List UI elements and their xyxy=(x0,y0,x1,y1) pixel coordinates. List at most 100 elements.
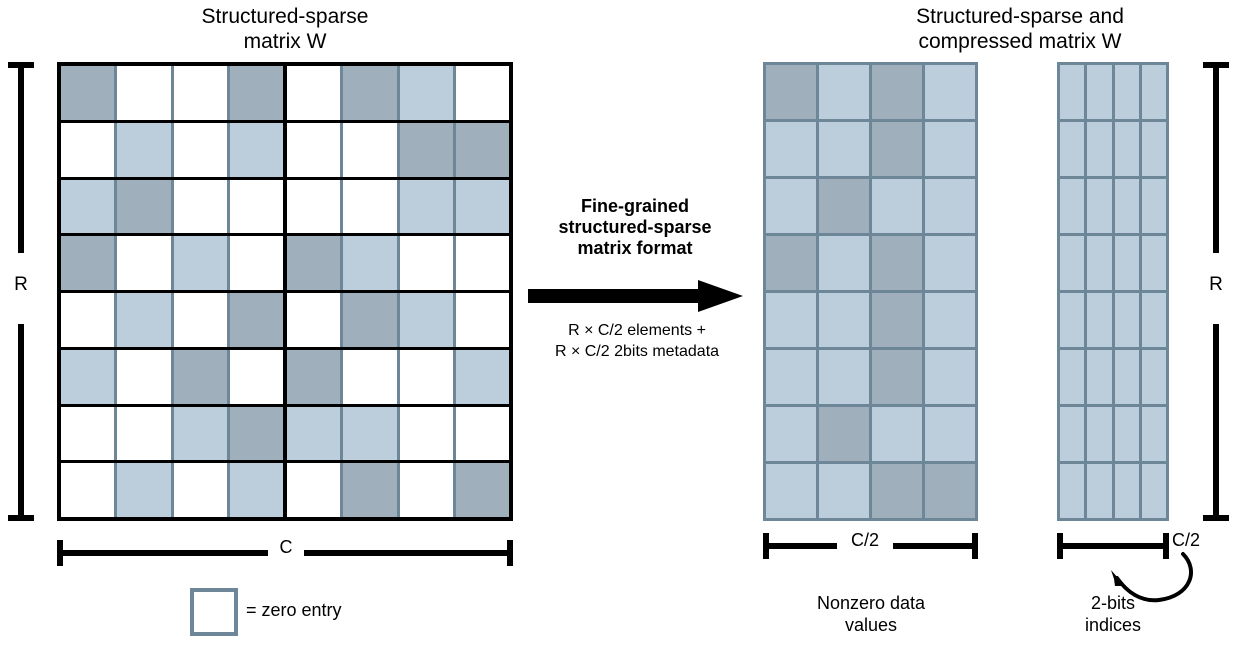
matrix-cell-zero xyxy=(117,66,174,120)
data-cell-light xyxy=(872,179,922,233)
matrix-cell-dark xyxy=(455,463,509,517)
index-cell-light xyxy=(1114,236,1139,290)
index-cell-light xyxy=(1087,293,1112,347)
data-matrix-caption: Nonzero data values xyxy=(816,593,926,635)
cols-bracket-data: C/2 xyxy=(763,530,978,559)
matrix-cell-zero xyxy=(229,349,287,404)
structured-sparse-matrix xyxy=(57,62,513,521)
matrix-cell-zero xyxy=(399,463,456,517)
matrix-cell-zero xyxy=(399,349,456,404)
data-cell-light xyxy=(766,350,816,404)
index-cell-light xyxy=(1087,464,1112,518)
matrix-row xyxy=(61,236,509,293)
index-cell-light xyxy=(1087,122,1112,176)
matrix-cell-light xyxy=(61,349,118,404)
index-cell-light xyxy=(1114,407,1139,461)
bracket-cap-top xyxy=(1203,62,1229,68)
index-cell-light xyxy=(1141,407,1166,461)
data-cell-dark xyxy=(925,464,975,518)
bracket-cap-bottom xyxy=(1203,515,1229,521)
matrix-cell-dark xyxy=(173,349,230,404)
matrix-row xyxy=(61,122,509,180)
matrix-cell-dark xyxy=(343,66,400,120)
matrix-cell-dark xyxy=(455,122,509,177)
matrix-cell-light xyxy=(229,122,287,177)
data-cell-light xyxy=(766,179,816,233)
legend-label: = zero entry xyxy=(246,600,342,620)
matrix-row xyxy=(61,66,509,123)
bracket-cap-left xyxy=(57,540,63,566)
matrix-cell-light xyxy=(343,406,400,461)
matrix-cell-zero xyxy=(173,122,230,177)
matrix-cell-zero xyxy=(61,122,118,177)
matrix-cell-light xyxy=(173,406,230,461)
data-cell-dark xyxy=(872,122,922,176)
data-cell-dark xyxy=(872,350,922,404)
bracket-stem-mid xyxy=(1063,543,1163,549)
cols-label-left: C xyxy=(279,537,293,557)
matrix-cell-zero xyxy=(229,236,287,290)
matrix-cell-dark xyxy=(61,236,118,290)
bracket-cap-bottom xyxy=(8,515,34,521)
matrix-cell-dark xyxy=(399,122,456,177)
data-cell-light xyxy=(819,293,869,347)
data-cell-light xyxy=(819,122,869,176)
matrix-row xyxy=(1060,293,1166,347)
matrix-cell-light xyxy=(173,236,230,290)
right-arrow-icon xyxy=(528,280,743,312)
index-cell-light xyxy=(1114,122,1139,176)
matrix-cell-zero xyxy=(117,406,174,461)
matrix-cell-light xyxy=(287,406,344,461)
zero-entry-swatch xyxy=(190,588,238,636)
matrix-row xyxy=(1060,464,1166,518)
bracket-cap-left xyxy=(1057,533,1063,559)
matrix-cell-zero xyxy=(117,349,174,404)
bracket-cap-left xyxy=(763,533,769,559)
bracket-stem-lower xyxy=(1213,324,1219,515)
matrix-row xyxy=(61,179,509,237)
data-cell-light xyxy=(925,236,975,290)
data-cell-light xyxy=(925,122,975,176)
matrix-cell-dark xyxy=(343,463,400,517)
nonzero-data-matrix xyxy=(763,62,978,521)
matrix-cell-zero xyxy=(61,293,118,347)
index-cell-light xyxy=(1060,293,1085,347)
matrix-row xyxy=(1060,407,1166,461)
data-cell-light xyxy=(819,350,869,404)
matrix-cell-zero xyxy=(173,293,230,347)
data-cell-dark xyxy=(872,293,922,347)
matrix-cell-light xyxy=(117,293,174,347)
index-cell-light xyxy=(1141,293,1166,347)
matrix-cell-zero xyxy=(61,406,118,461)
index-cell-light xyxy=(1060,407,1085,461)
matrix-cell-zero xyxy=(343,349,400,404)
data-cell-dark xyxy=(766,236,816,290)
matrix-cell-zero xyxy=(399,236,456,290)
matrix-cell-dark xyxy=(287,236,344,290)
index-cell-light xyxy=(1114,293,1139,347)
matrix-row xyxy=(61,349,509,407)
matrix-cell-zero xyxy=(287,66,344,120)
right-matrix-title: Structured-sparse and compressed matrix … xyxy=(916,5,1124,53)
matrix-cell-zero xyxy=(287,179,344,234)
bracket-stem-left xyxy=(769,543,837,549)
matrix-cell-dark xyxy=(117,179,174,234)
data-cell-dark xyxy=(819,407,869,461)
matrix-row xyxy=(766,122,975,176)
index-cell-light xyxy=(1114,65,1139,119)
matrix-cell-light xyxy=(399,66,456,120)
matrix-cell-light xyxy=(229,463,287,517)
bracket-cap-top xyxy=(8,62,34,68)
matrix-cell-light xyxy=(61,179,118,234)
matrix-cell-dark xyxy=(343,293,400,347)
matrix-cell-zero xyxy=(455,293,509,347)
matrix-cell-zero xyxy=(287,463,344,517)
index-cell-light xyxy=(1060,122,1085,176)
matrix-row xyxy=(766,236,975,290)
index-cell-light xyxy=(1141,65,1166,119)
matrix-cell-dark xyxy=(287,349,344,404)
index-cell-light xyxy=(1141,122,1166,176)
cols-bracket-index xyxy=(1057,533,1169,559)
index-cell-light xyxy=(1114,350,1139,404)
bracket-cap-right xyxy=(972,533,978,559)
